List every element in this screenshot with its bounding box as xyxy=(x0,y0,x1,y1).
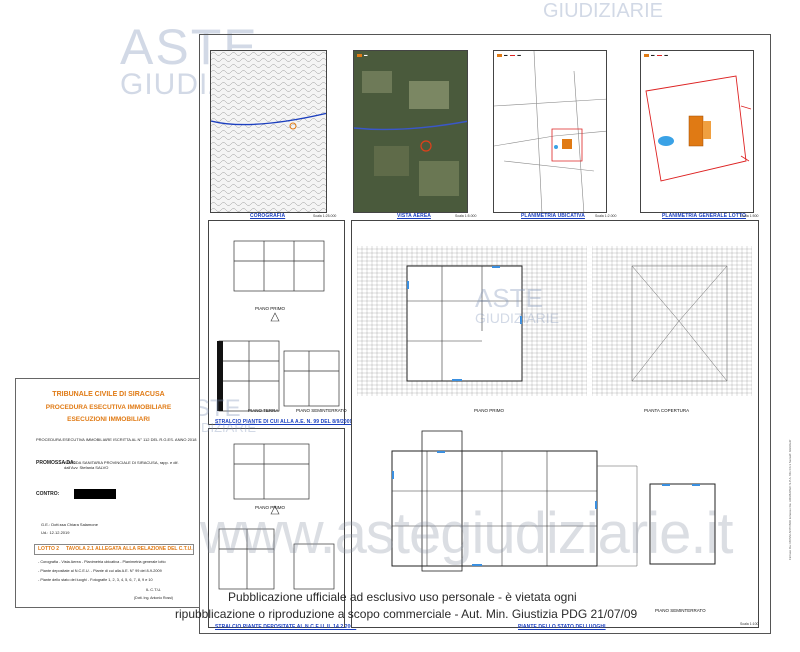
footer-disclaimer-line-2: ripubblicazione o riproduzione a scopo c… xyxy=(175,607,638,621)
ubicativa-scale: Scala 1:2.000 xyxy=(595,214,617,218)
generale-map xyxy=(645,75,752,182)
corografia-map xyxy=(211,51,326,212)
udienza-date: Ud.: 12.12.2019 xyxy=(41,530,70,535)
stato-luoghi-caption: PIANTE DELLO STATO DEI LUOGHI xyxy=(518,624,606,630)
label-pianta-copertura: PIANTA COPERTURA xyxy=(644,408,690,413)
stralcio-ae-plans xyxy=(217,240,340,412)
tavola-item-3: - Piante dello stato dei luoghi - Fotogr… xyxy=(38,578,153,582)
court-name: TRIBUNALE CIVILE DI SIRACUSA xyxy=(52,391,165,398)
generale-scale: Scala 1:500 xyxy=(740,214,759,218)
stralcio-ncu-panel xyxy=(208,428,345,628)
watermark-giudiziarie-center: GIUDIZIARIE xyxy=(475,310,560,326)
label-piano-primo-ncu: PIANO PRIMO xyxy=(255,505,286,510)
stralcio-ncu-plans xyxy=(218,443,335,590)
vista-aerea-caption: VISTA AEREA xyxy=(397,213,431,219)
ubicativa-map xyxy=(494,51,606,212)
label-piano-seminterrato-main: PIANO SEMINTERRATO xyxy=(655,608,706,613)
planimetria-ubicativa-caption: PLANIMETRIA UBICATIVA xyxy=(521,213,585,219)
footer-disclaimer-line-1: Pubblicazione ufficiale ad esclusivo uso… xyxy=(228,590,577,604)
stato-luoghi-plans xyxy=(357,246,752,572)
lotto-box xyxy=(34,544,194,555)
watermark-url: www.astegiudiziarie.it xyxy=(200,501,733,566)
promossa-label: PROMOSSA DA: xyxy=(36,460,76,466)
label-piano-primo-ae: PIANO PRIMO xyxy=(255,306,286,311)
aerial-photo xyxy=(354,71,467,196)
procedure-number: PROCEDURA ESECUTIVA IMMOBILIARE ISCRITTA… xyxy=(36,437,197,442)
lotto-label: LOTTO 2 xyxy=(38,546,60,552)
section-name: ESECUZIONI IMMOBILIARI xyxy=(67,416,150,423)
ctu-name: (Dott. Ing. Antonio Rossi) xyxy=(134,596,173,600)
stato-luoghi-panel xyxy=(351,220,759,628)
tavola-label: TAVOLA 2.1 ALLEGATA ALLA RELAZIONE DEL C… xyxy=(66,546,193,552)
ge-name: G.E.: Dott.ssa Chiara Salamone xyxy=(41,522,98,527)
planimetria-ubicativa-panel: ▬ ▬ xyxy=(493,50,607,213)
vista-aerea-panel: ▬ xyxy=(353,50,468,213)
title-block: TRIBUNALE CIVILE DI SIRACUSA PROCEDURA E… xyxy=(15,378,200,608)
tavola-item-1: - Corografia - Vista Aerea - Planimetria… xyxy=(38,560,166,564)
corografia-caption: COROGRAFIA xyxy=(250,213,286,219)
watermark-giudiziarie-top-center: GIUDIZIARIE xyxy=(543,0,664,22)
stralcio-ae-panel xyxy=(208,220,345,425)
vista-aerea-scale: Scala 1:5.000 xyxy=(455,214,477,218)
stralcio-ae-caption: STRALCIO PIANTE DI CUI ALLA A.E. N. 99 D… xyxy=(215,419,353,425)
label-piano-seminterrato-ae: PIANO SEMINTERRATO xyxy=(296,408,347,413)
drawing-sheet-frame xyxy=(199,34,771,634)
stralcio-ncu-caption: STRALCIO PIANTE DEPOSITATE AL N.C.E.U. I… xyxy=(215,624,357,630)
tavola-item-2: - Piante depositate al N.C.E.U. - Piante… xyxy=(38,569,162,573)
contro-redacted xyxy=(74,489,116,499)
planimetria-generale-caption: PLANIMETRIA GENERALE LOTTO xyxy=(662,213,746,219)
planimetria-generale-panel: ▬ ▬ xyxy=(640,50,754,213)
watermark-aste-center: ASTE xyxy=(475,283,543,313)
corografia-panel xyxy=(210,50,327,213)
contro-label: CONTRO: xyxy=(36,491,60,497)
promossa-value: AZIENDA SANITARIA PROVINCIALE DI SIRACUS… xyxy=(64,460,179,470)
generale-legend: ▬ ▬ xyxy=(644,53,668,57)
label-piano-primo-main: PIANO PRIMO xyxy=(474,408,505,413)
corografia-scale: Scala 1:25.000 xyxy=(313,214,337,218)
ctu-label: IL C.T.U. xyxy=(146,587,162,592)
label-piano-terra-ae: PIANO TERRA xyxy=(248,408,279,413)
ubicativa-legend: ▬ ▬ xyxy=(497,53,521,57)
procedure-type: PROCEDURA ESECUTIVA IMMOBILIARE xyxy=(45,404,172,411)
vista-aerea-legend: ▬ xyxy=(357,53,368,57)
stato-luoghi-scale: Scala 1:100 xyxy=(740,622,759,626)
side-signature-note: Firmato Da: ROSSI ANTONIO Emesso Da: ARU… xyxy=(788,439,792,560)
